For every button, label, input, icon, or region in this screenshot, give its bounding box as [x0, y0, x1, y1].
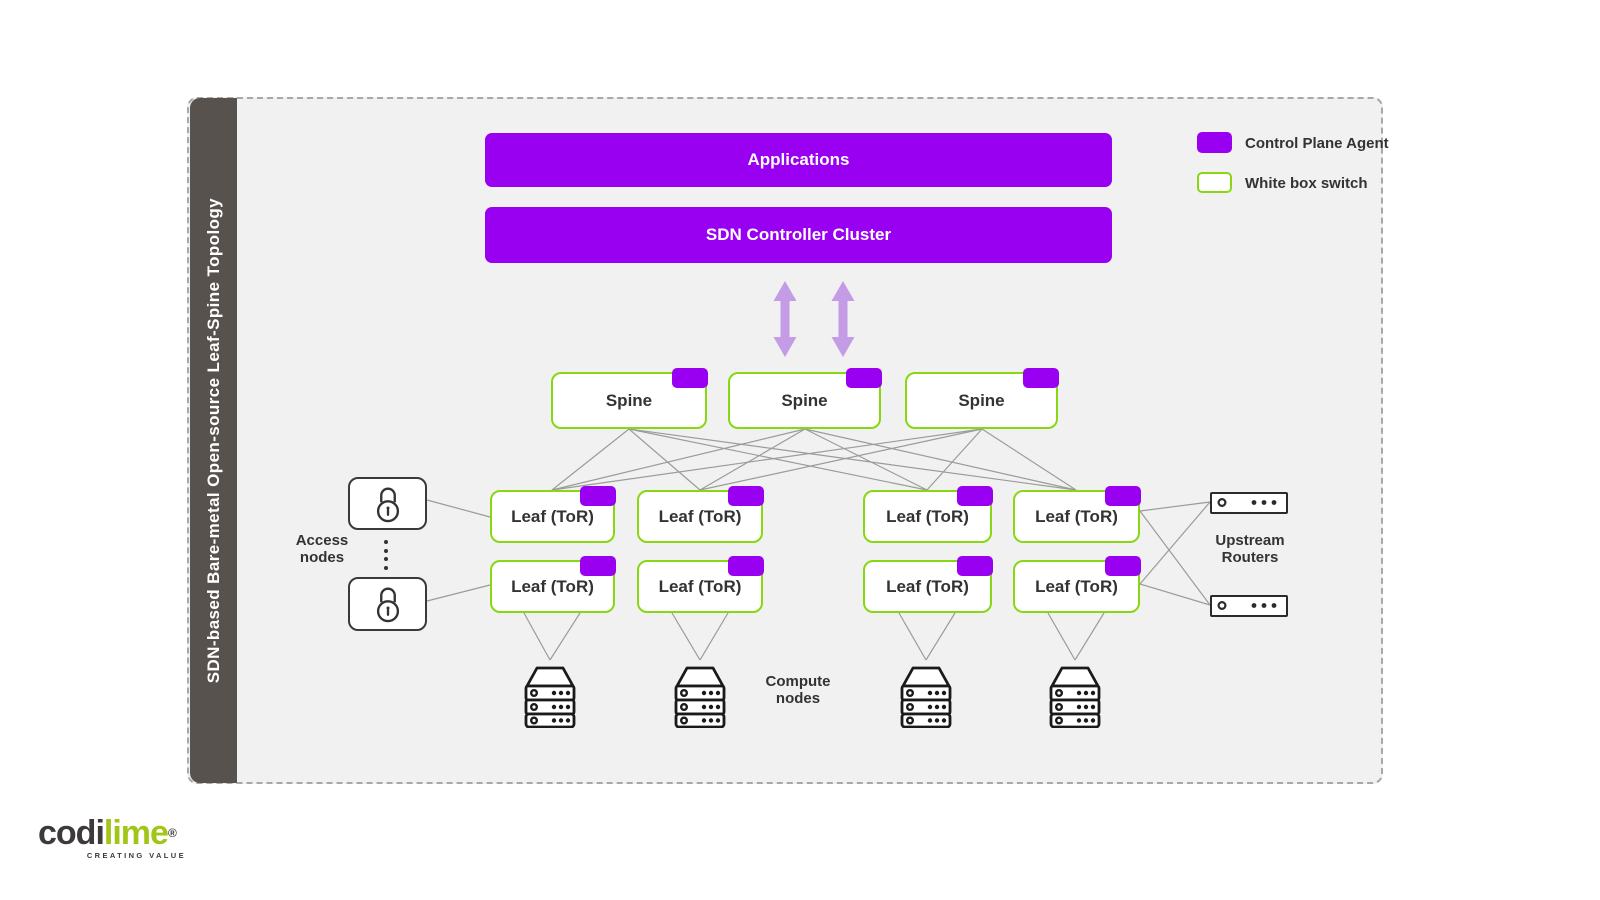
sdn-controller-label: SDN Controller Cluster	[705, 225, 892, 244]
control-plane-agent-label: Control Plane Agent	[1245, 135, 1389, 152]
spine-box: Spine	[551, 368, 708, 429]
leaf-label: Leaf (ToR)	[886, 576, 969, 596]
leaf-label: Leaf (ToR)	[1035, 506, 1118, 526]
registered-trademark-icon: ®	[167, 826, 177, 840]
control-plane-agent-tag	[672, 368, 708, 388]
leaf-tor-box: Leaf (ToR)	[863, 486, 993, 543]
leaf-tor-box: Leaf (ToR)	[863, 556, 993, 613]
control-plane-agent-tag	[728, 486, 764, 506]
lock-icon	[376, 487, 399, 522]
router-box	[1210, 492, 1288, 514]
spine-box: Spine	[728, 368, 882, 429]
leaf-tor-box: Leaf (ToR)	[1013, 556, 1141, 613]
leaf-label: Leaf (ToR)	[511, 506, 594, 526]
logo-tagline: CREATING VALUE	[86, 851, 186, 860]
control-plane-agent-tag	[728, 556, 764, 576]
access-node-box	[348, 477, 427, 530]
router-icon	[1217, 600, 1277, 611]
router-icon	[1217, 497, 1277, 508]
spine-label: Spine	[781, 390, 828, 410]
leaf-label: Leaf (ToR)	[1035, 576, 1118, 596]
access-node-box	[348, 577, 427, 631]
leaf-tor-box: Leaf (ToR)	[490, 486, 616, 543]
applications-bar: Applications	[485, 133, 1112, 187]
server-icon	[524, 666, 576, 728]
server-icon	[900, 666, 952, 728]
logo-text-codi: codi	[38, 814, 105, 852]
control-plane-agent-tag	[580, 556, 616, 576]
server-icon	[674, 666, 726, 728]
white-box-switch-label: White box switch	[1245, 175, 1368, 192]
spine-label: Spine	[605, 390, 653, 410]
router-box	[1210, 595, 1288, 617]
leaf-tor-box: Leaf (ToR)	[490, 556, 616, 613]
control-plane-agent-tag	[1023, 368, 1059, 388]
upstream-routers-label: Upstream Routers	[1215, 532, 1285, 566]
codilime-logo: codilime® CREATING VALUE	[38, 816, 198, 860]
server-icon	[1049, 666, 1101, 728]
white-box-switch-swatch	[1197, 172, 1232, 193]
spine-box: Spine	[905, 368, 1059, 429]
control-plane-agent-tag	[846, 368, 882, 388]
leaf-tor-box: Leaf (ToR)	[637, 486, 764, 543]
leaf-tor-box: Leaf (ToR)	[1013, 486, 1141, 543]
control-plane-agent-swatch	[1197, 132, 1232, 153]
control-plane-agent-tag	[957, 486, 993, 506]
access-nodes-label: Access nodes	[295, 532, 349, 566]
control-plane-agent-tag	[957, 556, 993, 576]
lock-icon	[376, 587, 399, 623]
sdn-controller-cluster-bar: SDN Controller Cluster	[485, 207, 1112, 263]
control-plane-agent-tag	[580, 486, 616, 506]
leaf-label: Leaf (ToR)	[511, 576, 594, 596]
control-plane-agent-tag	[1105, 486, 1141, 506]
spine-label: Spine	[958, 390, 1005, 410]
logo-text-lime: lime	[103, 814, 169, 852]
diagram-title: SDN-based Bare-metal Open-source Leaf-Sp…	[203, 197, 223, 684]
leaf-label: Leaf (ToR)	[658, 576, 742, 596]
leaf-label: Leaf (ToR)	[886, 506, 969, 526]
leaf-tor-box: Leaf (ToR)	[637, 556, 764, 613]
diagram-title-sidebar: SDN-based Bare-metal Open-source Leaf-Sp…	[190, 98, 237, 783]
control-plane-agent-tag	[1105, 556, 1141, 576]
ellipsis-dots-icon	[384, 540, 388, 570]
compute-nodes-label: Compute nodes	[765, 673, 831, 707]
leaf-label: Leaf (ToR)	[658, 506, 742, 526]
applications-label: Applications	[747, 150, 850, 169]
